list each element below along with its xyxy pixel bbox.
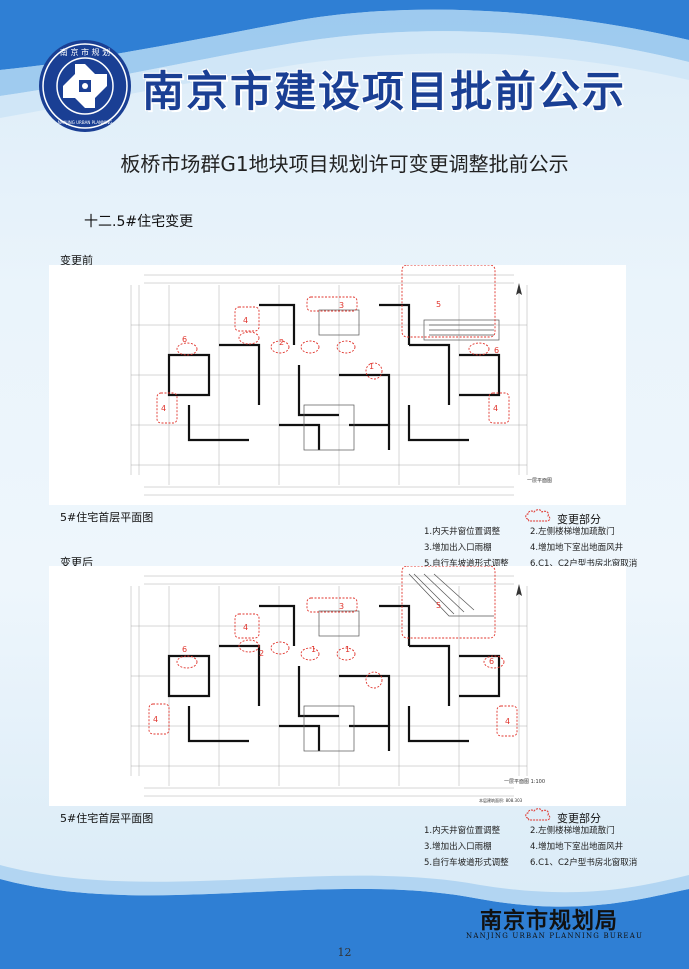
- legend-item: 5.自行车坡道形式调整: [424, 559, 509, 569]
- project-subtitle: 板桥市场群G1地块项目规划许可变更调整批前公示: [120, 152, 569, 176]
- floor-plan-drawing: 5 3 4 6 6 1 1 2 4 4 一层平面图 1:100 本层建筑面积: …: [130, 566, 545, 803]
- marker-5: 5: [436, 601, 441, 610]
- marker-4: 4: [153, 715, 158, 724]
- marker-6: 6: [182, 645, 187, 654]
- legend-item: 6.C1、C2户型书房北窗取消: [530, 559, 638, 569]
- header-wave-background: [0, 0, 689, 119]
- page-number: 12: [337, 946, 352, 959]
- bureau-logo: 南 京 市 规 划 NANJING URBAN PLANNING: [39, 40, 131, 132]
- legend-header: 变更部分: [557, 513, 601, 526]
- marker-3: 3: [339, 602, 344, 611]
- cloud-marker-icon: [525, 808, 551, 821]
- marker-2: 2: [279, 338, 284, 347]
- marker-1: 1: [345, 645, 350, 654]
- legend-item: 6.C1、C2户型书房北窗取消: [530, 858, 638, 868]
- section-title: 十二.5#住宅变更: [84, 214, 194, 230]
- footer-brand-en: NANJING URBAN PLANNING BUREAU: [466, 932, 644, 940]
- marker-2: 2: [259, 649, 264, 658]
- marker-4: 4: [493, 404, 498, 413]
- svg-text:NANJING URBAN PLANNING: NANJING URBAN PLANNING: [58, 120, 113, 125]
- svg-text:南 京 市 规 划: 南 京 市 规 划: [60, 47, 110, 57]
- marker-4: 4: [243, 316, 248, 325]
- before-floor-plan: 5 3 4 6 6 1 2 4 4 一层平面图: [49, 265, 626, 505]
- legend-item: 4.增加地下室出地面风井: [530, 543, 624, 553]
- page-title: 南京市建设项目批前公示: [142, 67, 627, 116]
- legend-header: 变更部分: [557, 812, 601, 825]
- before-caption: 5#住宅首层平面图: [60, 511, 154, 524]
- north-arrow-icon: [516, 584, 522, 596]
- legend-item: 3.增加出入口雨棚: [424, 543, 492, 553]
- legend-item: 1.内天井窗位置调整: [424, 826, 501, 836]
- marker-6: 6: [494, 346, 499, 355]
- cloud-marker-icon: [525, 509, 551, 522]
- after-caption: 5#住宅首层平面图: [60, 812, 154, 825]
- legend-item: 2.左侧楼梯增加疏散门: [530, 527, 615, 537]
- before-legend: 变更部分 1.内天井窗位置调整 2.左侧楼梯增加疏散门 3.增加出入口雨棚 4.…: [424, 509, 654, 569]
- plan-scale-label: 一层平面图: [527, 478, 552, 484]
- marker-4: 4: [505, 717, 510, 726]
- marker-1: 1: [369, 362, 374, 371]
- area-note: 本层建筑面积: 808.303: [479, 797, 523, 803]
- marker-4: 4: [243, 623, 248, 632]
- marker-6: 6: [182, 335, 187, 344]
- legend-item: 3.增加出入口雨棚: [424, 842, 492, 852]
- before-label: 变更前: [60, 254, 93, 267]
- after-floor-plan: 5 3 4 6 6 1 1 2 4 4 一层平面图 1:100 本层建筑面积: …: [49, 566, 626, 806]
- footer-brand: 南京市规划局: [480, 908, 619, 934]
- legend-item: 4.增加地下室出地面风井: [530, 842, 624, 852]
- floor-plan-drawing: 5 3 4 6 6 1 2 4 4 一层平面图: [130, 265, 552, 496]
- footer-wave-background: [0, 865, 689, 969]
- after-label: 变更后: [60, 556, 93, 569]
- marker-6: 6: [489, 657, 494, 666]
- north-arrow-icon: [516, 283, 522, 295]
- legend-item: 2.左侧楼梯增加疏散门: [530, 826, 615, 836]
- marker-5: 5: [436, 300, 441, 309]
- marker-3: 3: [339, 301, 344, 310]
- marker-4: 4: [161, 404, 166, 413]
- after-legend: 变更部分 1.内天井窗位置调整 2.左侧楼梯增加疏散门 3.增加出入口雨棚 4.…: [424, 808, 654, 868]
- marker-1: 1: [311, 645, 316, 654]
- legend-item: 1.内天井窗位置调整: [424, 527, 501, 537]
- plan-scale-label: 一层平面图 1:100: [504, 779, 545, 785]
- legend-item: 5.自行车坡道形式调整: [424, 858, 509, 868]
